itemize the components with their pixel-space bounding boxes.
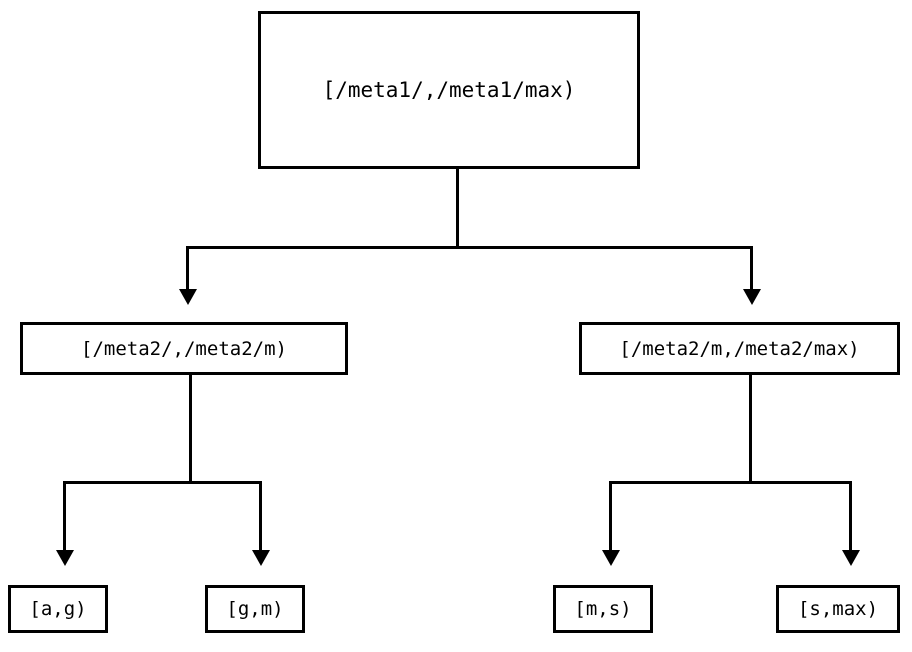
edge-mid-right-stem [749, 375, 752, 484]
tree-node-leaf-s-max[interactable]: [s,max) [776, 585, 900, 633]
edge-root-to-mid-right [750, 246, 753, 292]
edge-mid-right-to-leaf-m-s [609, 481, 612, 552]
tree-node-leaf-m-s[interactable]: [m,s) [553, 585, 653, 633]
edge-root-to-mid-left [186, 246, 189, 292]
tree-node-leaf-a-g[interactable]: [a,g) [8, 585, 108, 633]
edge-root-bus [186, 246, 753, 249]
arrowhead-mid-right-to-leaf-m-s [602, 550, 620, 566]
tree-node-mid-right[interactable]: [/meta2/m,/meta2/max) [579, 322, 900, 375]
edge-mid-left-bus [63, 481, 262, 484]
tree-node-mid-left[interactable]: [/meta2/,/meta2/m) [20, 322, 348, 375]
arrowhead-mid-right-to-leaf-s-max [842, 550, 860, 566]
edge-root-stem [456, 169, 459, 249]
edge-mid-left-to-leaf-g-m [259, 481, 262, 552]
arrowhead-mid-left-to-leaf-g-m [252, 550, 270, 566]
edge-mid-left-stem [189, 375, 192, 484]
arrowhead-root-to-mid-right [743, 289, 761, 305]
edge-mid-right-bus [609, 481, 852, 484]
tree-node-leaf-g-m[interactable]: [g,m) [205, 585, 305, 633]
arrowhead-root-to-mid-left [179, 289, 197, 305]
arrowhead-mid-left-to-leaf-a-g [56, 550, 74, 566]
tree-node-root[interactable]: [/meta1/,/meta1/max) [258, 11, 640, 169]
edge-mid-left-to-leaf-a-g [63, 481, 66, 552]
edge-mid-right-to-leaf-s-max [849, 481, 852, 552]
